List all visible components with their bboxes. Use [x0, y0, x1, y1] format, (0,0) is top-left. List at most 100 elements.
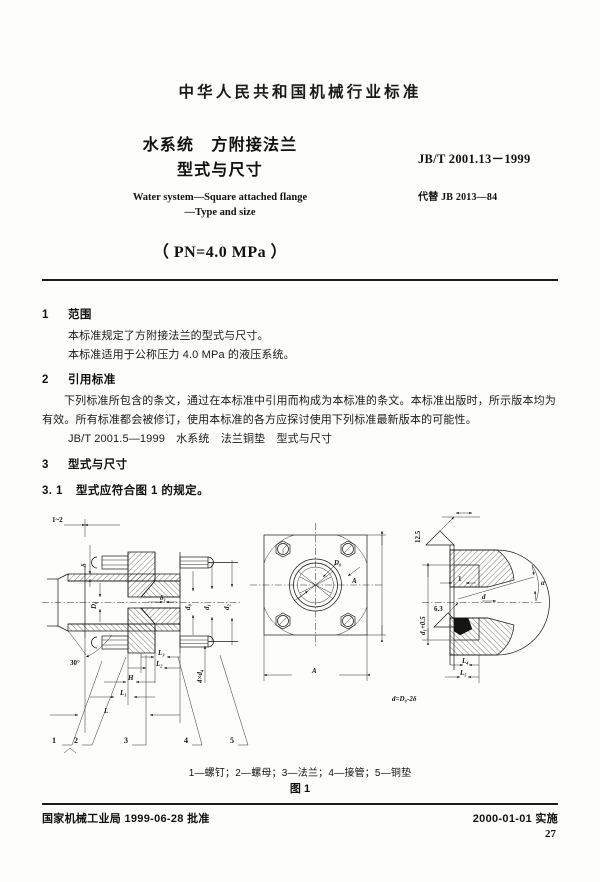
dim-d-leader: d — [482, 593, 496, 603]
dim-gap-label: 1~2 — [52, 516, 63, 524]
dim-L2-label: L₂ — [155, 660, 163, 668]
callout-4: 4 — [184, 736, 188, 745]
section-1-number: 1 — [42, 309, 49, 321]
dim-L5-label: L₅ — [459, 669, 467, 677]
section-1-paragraph-1: 本标准规定了方附接法兰的型式与尺寸。 — [68, 330, 269, 342]
dim-seat-dia-label: d₁+0.5 — [419, 616, 427, 635]
section-2-heading: 2 引用标准 — [42, 371, 116, 387]
figure-caption-number: 图 1 — [289, 783, 311, 795]
dim-A-diagonal-label: A — [351, 577, 357, 585]
flange-block — [127, 551, 181, 654]
callout-3: 3 — [124, 736, 128, 745]
dim-d-label: d — [482, 593, 486, 601]
right-detail-view: 12.5 — [392, 511, 550, 703]
dim-H: H — [104, 674, 155, 684]
callout-1: 1 — [52, 736, 56, 745]
figure-1-svg: 1~2 δ D₀ δ₁ — [42, 511, 550, 754]
surface-finish-mid: 6.3 — [433, 602, 463, 628]
dim-chamfer-label: 30° — [70, 659, 80, 667]
dim-A-diagonal: A — [293, 566, 361, 602]
nut-top-left — [275, 540, 291, 558]
nut-bottom-left — [275, 612, 291, 630]
standard-replaces-note: 代替 JB 2013—84 — [418, 192, 498, 203]
standard-number: JB/T 2001.13－1999 — [418, 152, 531, 166]
dim-wall-label: δ — [80, 563, 88, 567]
dim-flange-thk-label: δ₁ — [160, 594, 166, 602]
figure-caption-legend: 1—螺钉；2—螺母；3—法兰；4—接管；5—铜垫 — [188, 768, 412, 779]
dim-D0-leader: D₀ — [322, 559, 342, 578]
section-3-title: 型式与尺寸 — [68, 459, 128, 471]
english-title: Water system—Square attached flange —Typ… — [70, 190, 370, 220]
dim-A-bottom: A — [263, 635, 370, 681]
dim-L4-label: L₄ — [461, 657, 469, 665]
dim-L-label: L — [103, 707, 108, 715]
page-title-line1: 水系统 方附接法兰 — [142, 137, 298, 154]
dim-L3: L₃ — [141, 649, 180, 659]
dim-bore-d0: D₀ — [90, 583, 102, 622]
dim-d2-label: d₂ — [223, 604, 231, 611]
english-title-line1: Water system—Square attached flange — [132, 192, 308, 203]
pressure-rating-label: （ PN=4.0 MPa ） — [152, 244, 288, 261]
nut-bottom-right — [340, 612, 356, 630]
section-1-heading: 1 范围 — [42, 306, 92, 322]
dim-L2: L₂ — [128, 660, 180, 670]
dim-d2-vert: d₂ — [223, 560, 234, 645]
dim-alpha-label: α — [541, 579, 545, 587]
dim-A-bottom-label: A — [311, 667, 317, 675]
dim-L5: L₅ — [445, 669, 479, 679]
middle-front-view: D₀ A — [250, 523, 386, 681]
section-3-1-text: 型式应符合图 1 的规定。 — [76, 485, 209, 497]
callout-leaders — [62, 654, 249, 754]
section-3-1-number: 3. 1 — [42, 485, 63, 497]
section-1-paragraph-2: 本标准适用于公称压力 4.0 MPa 的液压系统。 — [68, 349, 295, 361]
dim-L1: L₁ — [90, 689, 155, 699]
dim-L3-label: L₃ — [157, 649, 165, 657]
section-1-title: 范围 — [68, 309, 92, 321]
nut-top-right — [340, 540, 356, 558]
callout-5: 5 — [230, 736, 234, 745]
english-title-line2: —Type and size — [184, 207, 256, 218]
section-2-reference: JB/T 2001.5—1999 水系统 法兰铜垫 型式与尺寸 — [68, 433, 333, 445]
detail-note: d=D₀-2δ — [392, 695, 417, 703]
footer-divider-rule — [42, 803, 558, 805]
page-number: 27 — [545, 828, 556, 840]
lower-fastener — [91, 635, 238, 650]
dim-D0-mid-label: D₀ — [333, 559, 342, 567]
dim-d1-vert: d₁ — [203, 563, 214, 642]
dim-H-label: H — [127, 674, 134, 682]
dim-flange-thickness: δ₁ — [148, 594, 177, 604]
callout-2: 2 — [74, 736, 78, 745]
detail-upper-body — [449, 549, 515, 588]
dim-d0-label: d₀ — [184, 604, 192, 611]
dim-seat-diameter: d₁+0.5 — [419, 563, 454, 645]
dim-seat-depth-label: 1 — [458, 575, 462, 583]
dim-wall-thickness: δ — [80, 545, 92, 587]
footer-approval: 国家机械工业局 1999-06-28 批准 — [42, 813, 210, 825]
dim-gap-1-2: 1~2 — [52, 516, 120, 537]
figure-1-drawing: 1~2 δ D₀ δ₁ — [42, 505, 558, 755]
dim-bolt-holes-label: 4×d₄ — [196, 669, 204, 684]
footer-implementation: 2000-01-01 实施 — [472, 813, 558, 825]
surface-finish-mid-label: 6.3 — [434, 605, 443, 613]
section-3-1-heading: 3. 1 型式应符合图 1 的规定。 — [42, 482, 209, 498]
dim-A-vertical — [367, 531, 386, 642]
dim-d0-vert: d₀ — [184, 571, 195, 635]
page-title-line2: 型式与尺寸 — [176, 162, 263, 179]
dim-d1-label: d₁ — [203, 604, 211, 610]
surface-finish-top: 12.5 — [414, 511, 480, 546]
dim-bolt-holes: 4×d₄ — [196, 646, 207, 684]
page-title: 水系统 方附接法兰 型式与尺寸 — [70, 133, 370, 183]
left-sectional-view: 1~2 δ D₀ δ₁ — [42, 516, 249, 754]
dim-bore-label: D₀ — [90, 601, 98, 610]
section-2-paragraph-1: 下列标准所包含的条文，通过在本标准中引用而构成为本标准的条文。本标准出版时，所示… — [42, 395, 556, 426]
dim-L4: L₄ — [450, 657, 479, 667]
dim-alpha-angle: α — [457, 564, 545, 602]
section-2-number: 2 — [42, 374, 49, 386]
header-divider-rule — [42, 279, 558, 281]
section-2-title: 引用标准 — [68, 374, 116, 386]
dim-seat-depth: 1 — [440, 575, 476, 585]
upper-fastener — [91, 555, 238, 570]
dim-L1-label: L₁ — [119, 689, 127, 697]
